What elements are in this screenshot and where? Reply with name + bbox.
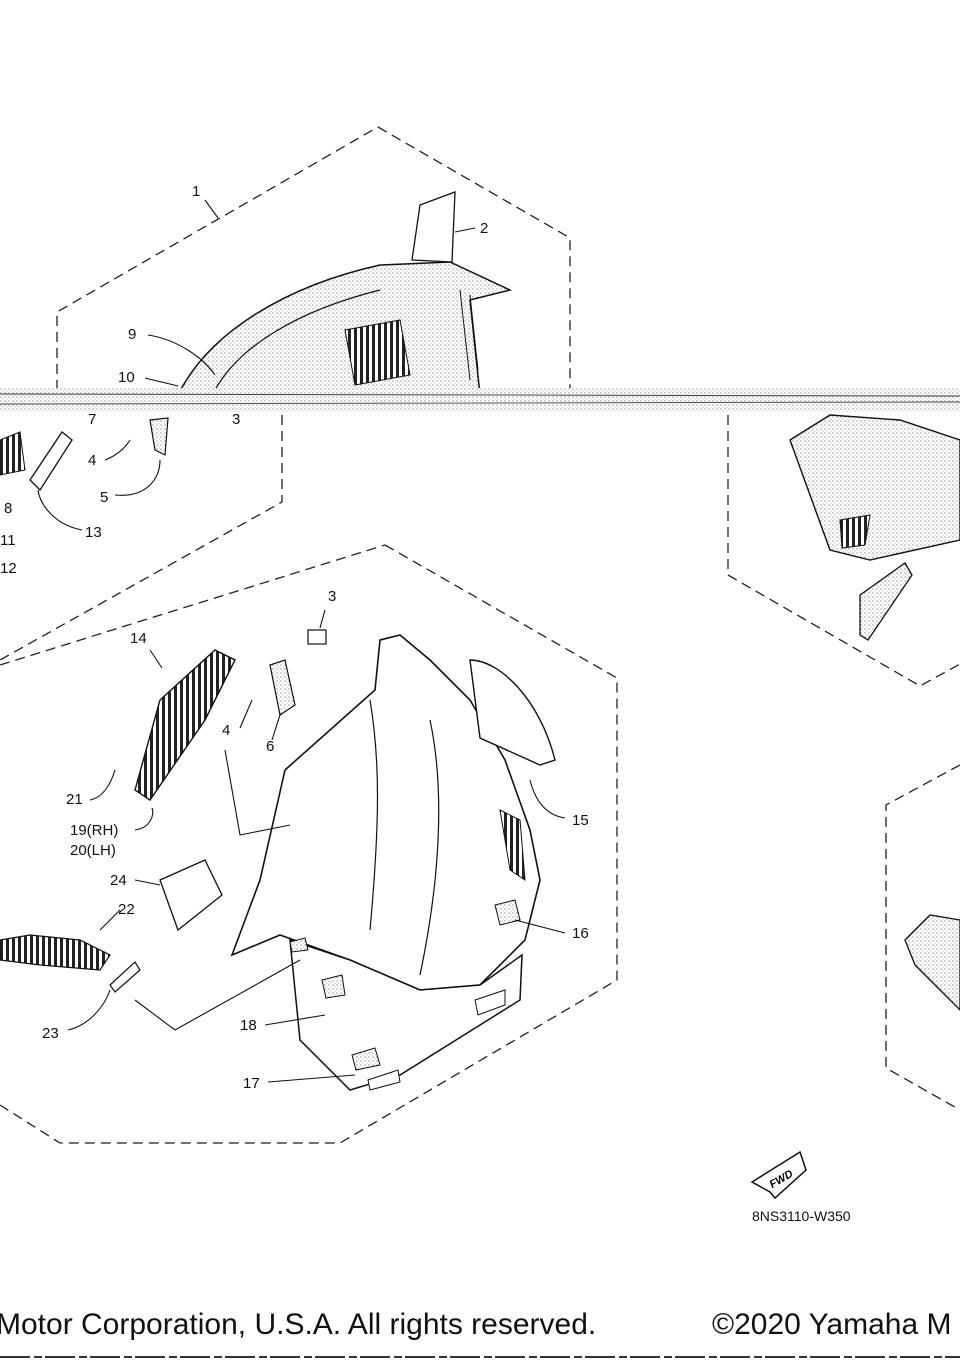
callout-3-middle: 3	[328, 588, 336, 605]
right-upper-group-boundary	[727, 415, 960, 687]
callout-21: 21	[66, 791, 83, 808]
callout-16: 16	[572, 925, 589, 942]
part-22-serrated-strip	[0, 934, 111, 971]
callout-8: 8	[4, 500, 12, 517]
upper-cowl-assembly	[176, 191, 513, 396]
callout-14: 14	[130, 630, 147, 647]
callout-18: 18	[240, 1017, 257, 1034]
callout-5: 5	[100, 489, 108, 506]
callout-3-upper: 3	[232, 411, 240, 428]
callout-22: 22	[118, 901, 135, 918]
right-lower-fragment	[904, 914, 960, 1011]
callout-20-lh: 20(LH)	[70, 842, 116, 859]
copyright-right: ©2020 Yamaha M	[712, 1308, 952, 1341]
hood-assembly	[230, 634, 556, 1091]
callout-12: 12	[0, 560, 17, 577]
leader-lines	[37, 199, 566, 1083]
middle-group-boundary	[0, 544, 618, 1144]
callout-19-rh: 19(RH)	[70, 822, 118, 839]
part-5-clip	[149, 417, 169, 456]
callout-24: 24	[110, 872, 127, 889]
callout-1: 1	[192, 183, 200, 200]
part-8-grille-fragment	[0, 431, 26, 476]
callout-23: 23	[42, 1025, 59, 1042]
callout-7: 7	[88, 411, 96, 428]
callout-10: 10	[118, 369, 135, 386]
callout-15: 15	[572, 812, 589, 829]
upper-group-boundary	[0, 126, 571, 661]
callout-4-middle: 4	[222, 722, 230, 739]
fwd-arrow-icon: FWD	[750, 1150, 807, 1200]
callout-4-upper: 4	[88, 452, 96, 469]
callout-labels: 1 2 9 10 3 4 5 7 8 11 12 13 14 3 4 6 21 …	[0, 183, 589, 1092]
part-24-pad	[159, 859, 223, 932]
copyright-footer: Motor Corporation, U.S.A. All rights res…	[0, 1308, 960, 1352]
callout-2: 2	[480, 220, 488, 237]
part-3-nut	[307, 629, 327, 645]
drawing-code: 8NS3110-W350	[752, 1208, 851, 1224]
part-6-clip	[269, 659, 296, 716]
right-upper-fragment	[789, 414, 960, 641]
callout-9: 9	[128, 326, 136, 343]
part-14-vent-grille	[134, 649, 236, 801]
callout-17: 17	[243, 1075, 260, 1092]
right-lower-group-boundary	[885, 764, 960, 1111]
callout-11: 11	[0, 532, 16, 549]
copyright-left: Motor Corporation, U.S.A. All rights res…	[0, 1308, 597, 1341]
part-13-pad	[29, 431, 73, 492]
part-23-strip	[109, 961, 141, 993]
callout-13: 13	[85, 524, 102, 541]
callout-6: 6	[266, 738, 274, 755]
scan-noise-band	[0, 388, 960, 412]
